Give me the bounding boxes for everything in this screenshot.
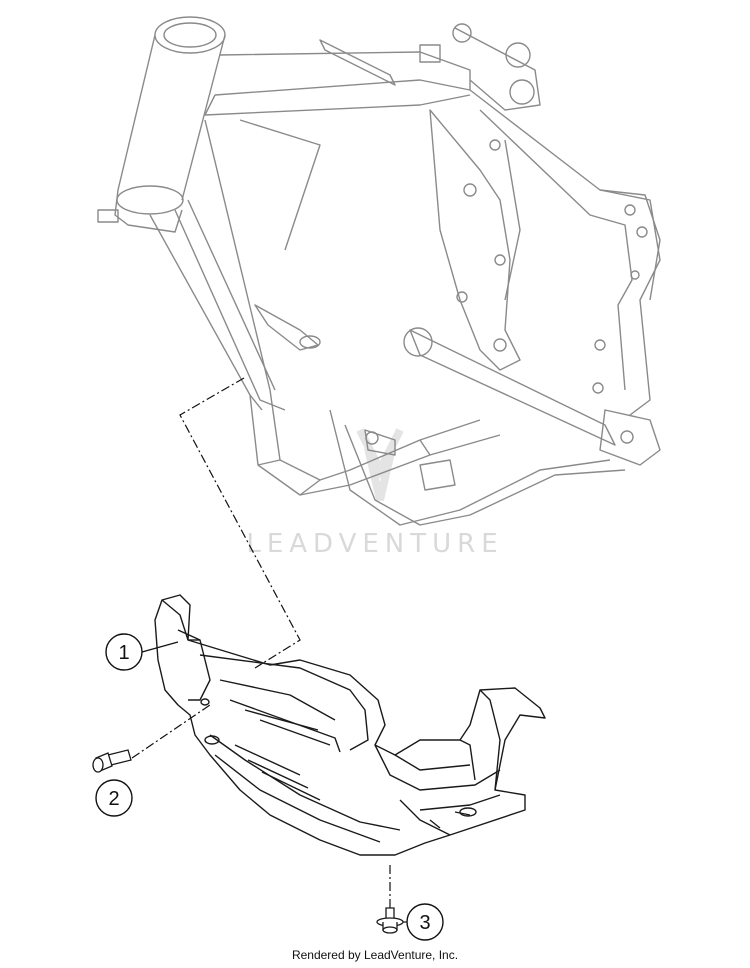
callout-3-label: 3 — [419, 912, 430, 934]
bolt-3-icon — [376, 907, 404, 934]
callout-2-label: 2 — [108, 788, 119, 810]
down-tube — [174, 199, 286, 411]
center-plate — [429, 109, 521, 371]
leader-line-frame — [179, 377, 301, 669]
callout-3[interactable]: 3 — [403, 903, 444, 941]
leader-line-bolt-side — [131, 704, 211, 759]
frame-drawing — [97, 16, 661, 526]
bolt-2-icon — [92, 749, 132, 773]
skid-plate-drawing — [154, 594, 546, 856]
callout-1[interactable]: 1 — [105, 633, 179, 671]
main-spar — [469, 89, 661, 416]
cradle-tube-left — [269, 389, 481, 481]
callout-1-label: 1 — [118, 642, 129, 664]
cross-tube — [409, 329, 616, 446]
credit-text: Rendered by LeadVenture, Inc. — [291, 948, 459, 962]
steering-head-tube — [117, 34, 226, 201]
callout-2[interactable]: 2 — [95, 779, 133, 817]
watermark: LEADVENTURE — [246, 428, 503, 559]
skid-plate-outline — [154, 594, 546, 856]
watermark-text: LEADVENTURE — [246, 529, 503, 559]
